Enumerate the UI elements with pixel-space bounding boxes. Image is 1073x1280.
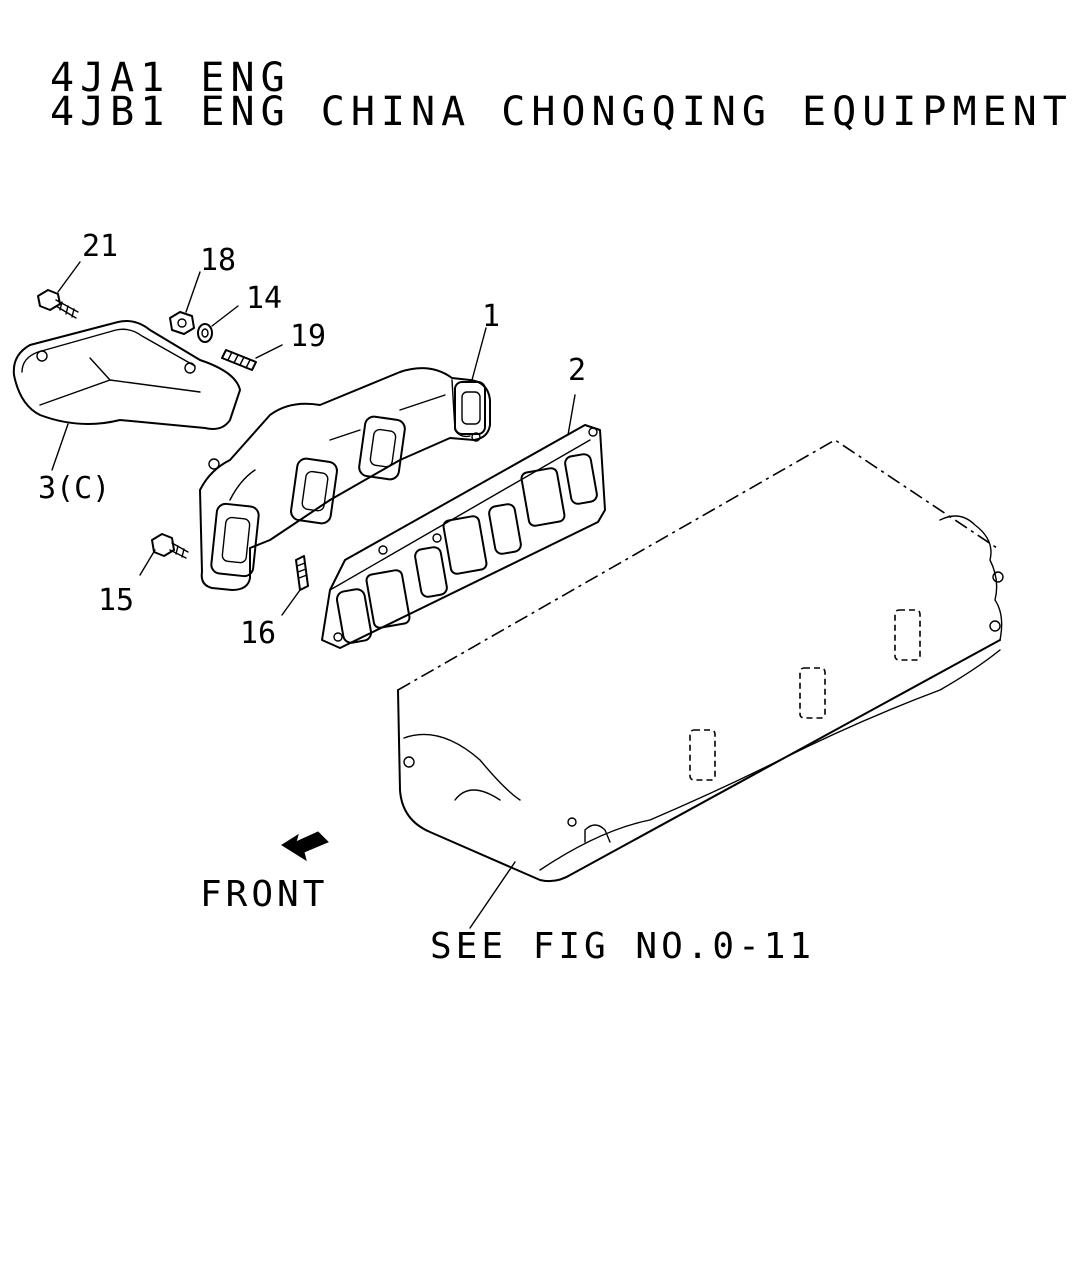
leader-lines [51, 261, 576, 929]
callout-18: 18 [200, 243, 236, 278]
callout-3c: 3(C) [38, 471, 110, 506]
callout-16: 16 [240, 616, 276, 651]
callout-2: 2 [568, 353, 586, 388]
front-arrow-icon [281, 831, 329, 862]
exhaust-manifold [199, 367, 491, 591]
washer-14 [197, 323, 213, 343]
callout-19: 19 [290, 319, 326, 354]
bolt-15 [151, 533, 189, 559]
front-label: FRONT [200, 874, 328, 915]
callout-1: 1 [482, 299, 500, 334]
nut-18 [169, 311, 195, 335]
engine-model-title-2: 4JB1 ENG CHINA CHONGQING EQUIPMENT [50, 89, 1073, 135]
parts-diagram: 4JA1 ENG 4JB1 ENG CHINA CHONGQING EQUIPM… [12, 55, 1067, 967]
bolt-21 [37, 289, 79, 319]
cylinder-head [397, 439, 1004, 883]
callout-21: 21 [82, 229, 118, 264]
heat-shield [12, 320, 241, 430]
stud-16 [295, 555, 309, 591]
stud-19 [221, 349, 257, 371]
exhaust-gasket [321, 424, 606, 649]
engine-model-title-1: 4JA1 ENG [50, 55, 291, 101]
exploded-view-drawing: 21 18 14 19 1 2 3(C) 15 16 FRONT SEE FIG… [12, 229, 1004, 967]
see-fig-reference: SEE FIG NO.0-11 [430, 926, 815, 967]
callout-15: 15 [98, 583, 134, 618]
callout-14: 14 [246, 281, 282, 316]
